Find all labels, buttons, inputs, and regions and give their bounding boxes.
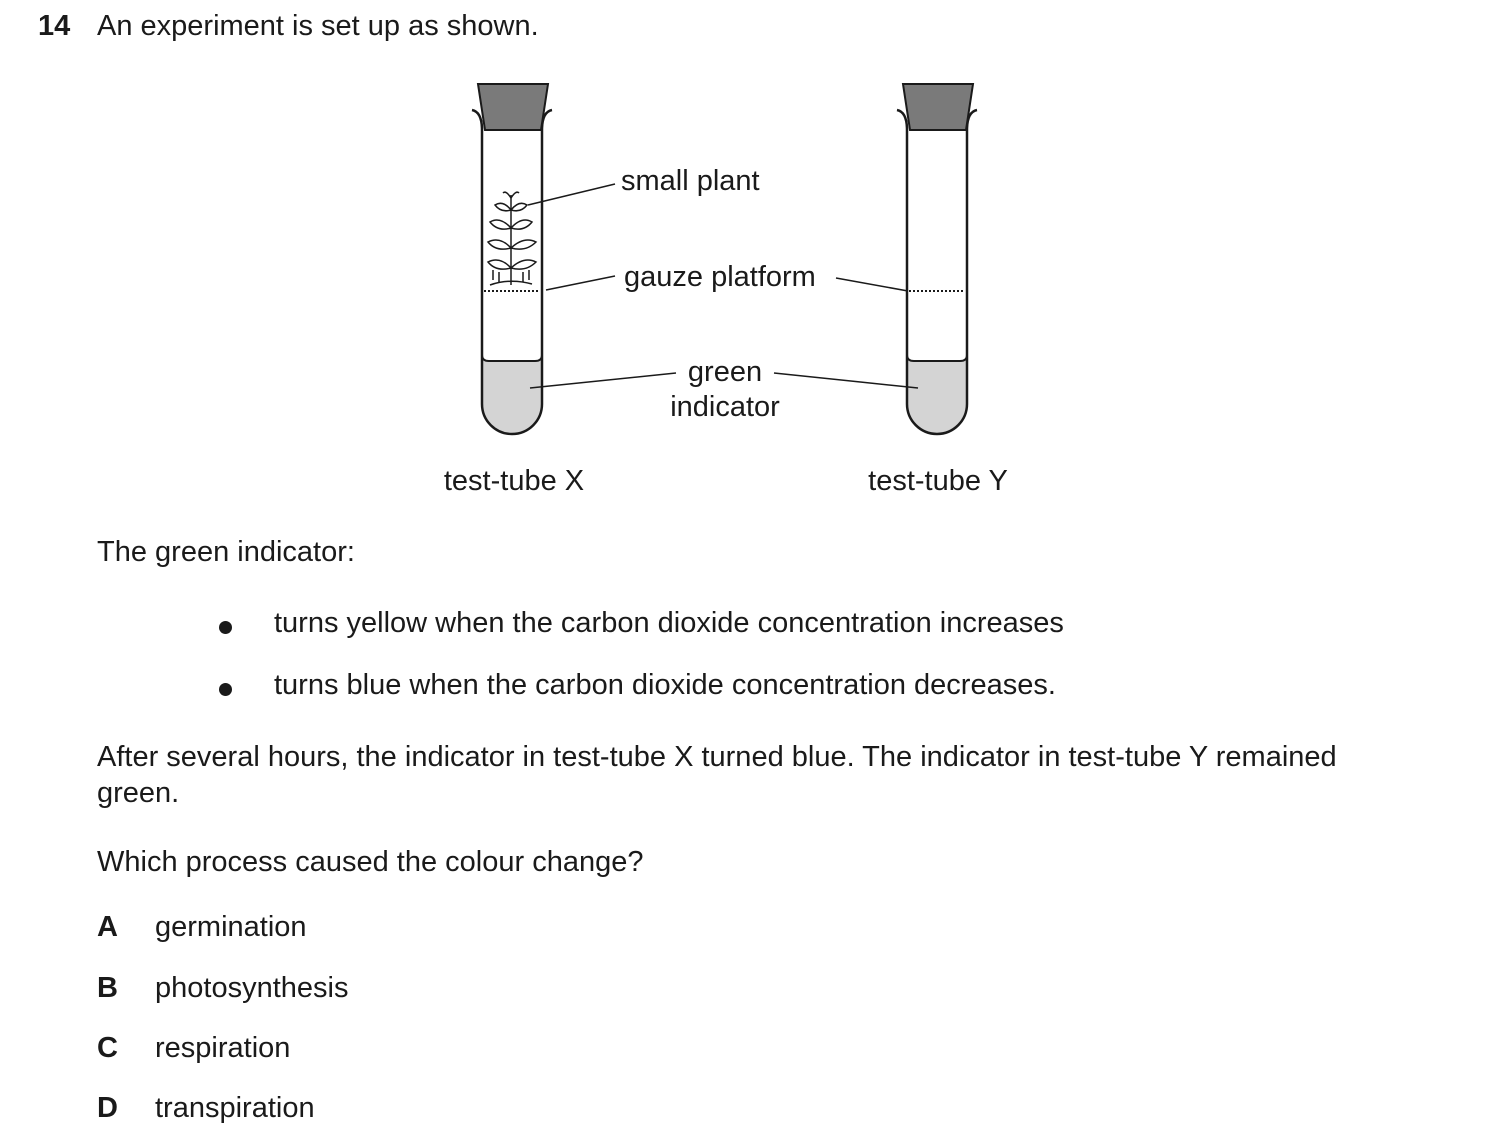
bullet-text-1: turns yellow when the carbon dioxide con…	[274, 607, 1064, 639]
bullet-text-2: turns blue when the carbon dioxide conce…	[274, 669, 1056, 701]
indicator-liquid-x	[482, 360, 542, 434]
stopper-x	[476, 83, 550, 131]
indicator-liquid-y	[907, 360, 967, 434]
option-letter: C	[97, 1032, 118, 1064]
option-letter: B	[97, 972, 118, 1004]
option-letter: D	[97, 1092, 118, 1124]
tube-outline-y	[905, 130, 969, 436]
test-tube-y	[896, 83, 978, 436]
bullet-dot-2	[219, 683, 232, 696]
stopper-y	[901, 83, 975, 131]
tube-outline-x	[480, 130, 544, 436]
observation-line-1: After several hours, the indicator in te…	[97, 741, 1337, 773]
question-prompt: Which process caused the colour change?	[97, 846, 644, 878]
test-tube-x	[471, 83, 553, 436]
option-letter: A	[97, 911, 118, 943]
option-text: respiration	[155, 1032, 291, 1064]
question-number: 14	[38, 10, 71, 42]
indicator-intro: The green indicator:	[97, 536, 355, 568]
bullet-dot-1	[219, 621, 232, 634]
label-gauze-platform: gauze platform	[624, 261, 816, 293]
label-green-indicator-1: green	[688, 356, 762, 388]
option-text: photosynthesis	[155, 972, 349, 1004]
label-test-tube-y: test-tube Y	[868, 465, 1008, 497]
observation-line-2: green.	[97, 777, 180, 809]
label-green-indicator-2: indicator	[670, 391, 780, 423]
option-text: transpiration	[155, 1092, 315, 1124]
question-stem: An experiment is set up as shown.	[97, 10, 539, 42]
label-test-tube-x: test-tube X	[444, 465, 584, 497]
option-text: germination	[155, 911, 307, 943]
label-small-plant: small plant	[621, 165, 760, 197]
experiment-diagram: small plant gauze platform green indicat…	[444, 83, 1008, 497]
small-plant-icon	[486, 191, 538, 286]
leader-lines	[527, 183, 919, 389]
